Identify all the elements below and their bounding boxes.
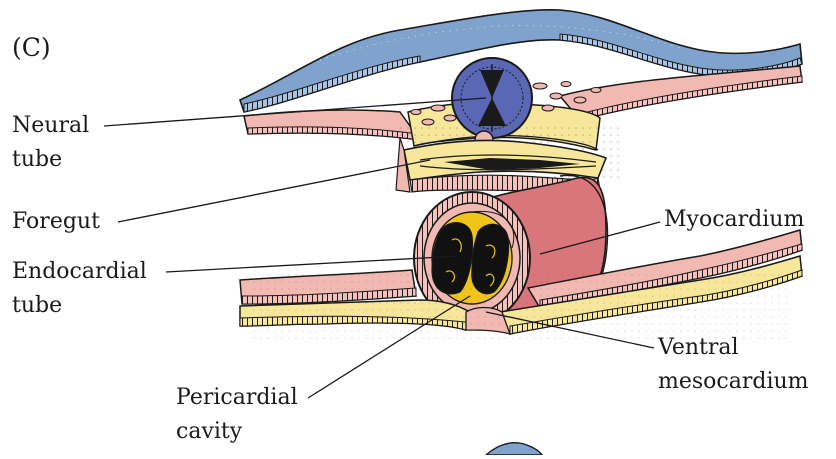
- label-ventral-mesocardium-line1: Ventral: [658, 334, 739, 361]
- label-foregut: Foregut: [12, 208, 100, 235]
- label-myocardium: Myocardium: [664, 206, 804, 233]
- label-neural-tube-line1: Neural: [12, 112, 89, 139]
- label-ventral-mesocardium-line2: mesocardium: [658, 368, 809, 395]
- label-endocardial-tube-line1: Endocardial: [12, 258, 147, 285]
- label-pericardial-cavity-line1: Pericardial: [176, 384, 298, 411]
- leader-foregut: [118, 160, 430, 222]
- label-endocardial-tube-line2: tube: [12, 292, 62, 319]
- label-neural-tube-line2: tube: [12, 146, 62, 173]
- panel-label: (C): [12, 34, 51, 61]
- label-pericardial-cavity-line2: cavity: [176, 418, 242, 445]
- stippling-texture: [250, 270, 790, 340]
- next-panel-fragment: [486, 443, 542, 455]
